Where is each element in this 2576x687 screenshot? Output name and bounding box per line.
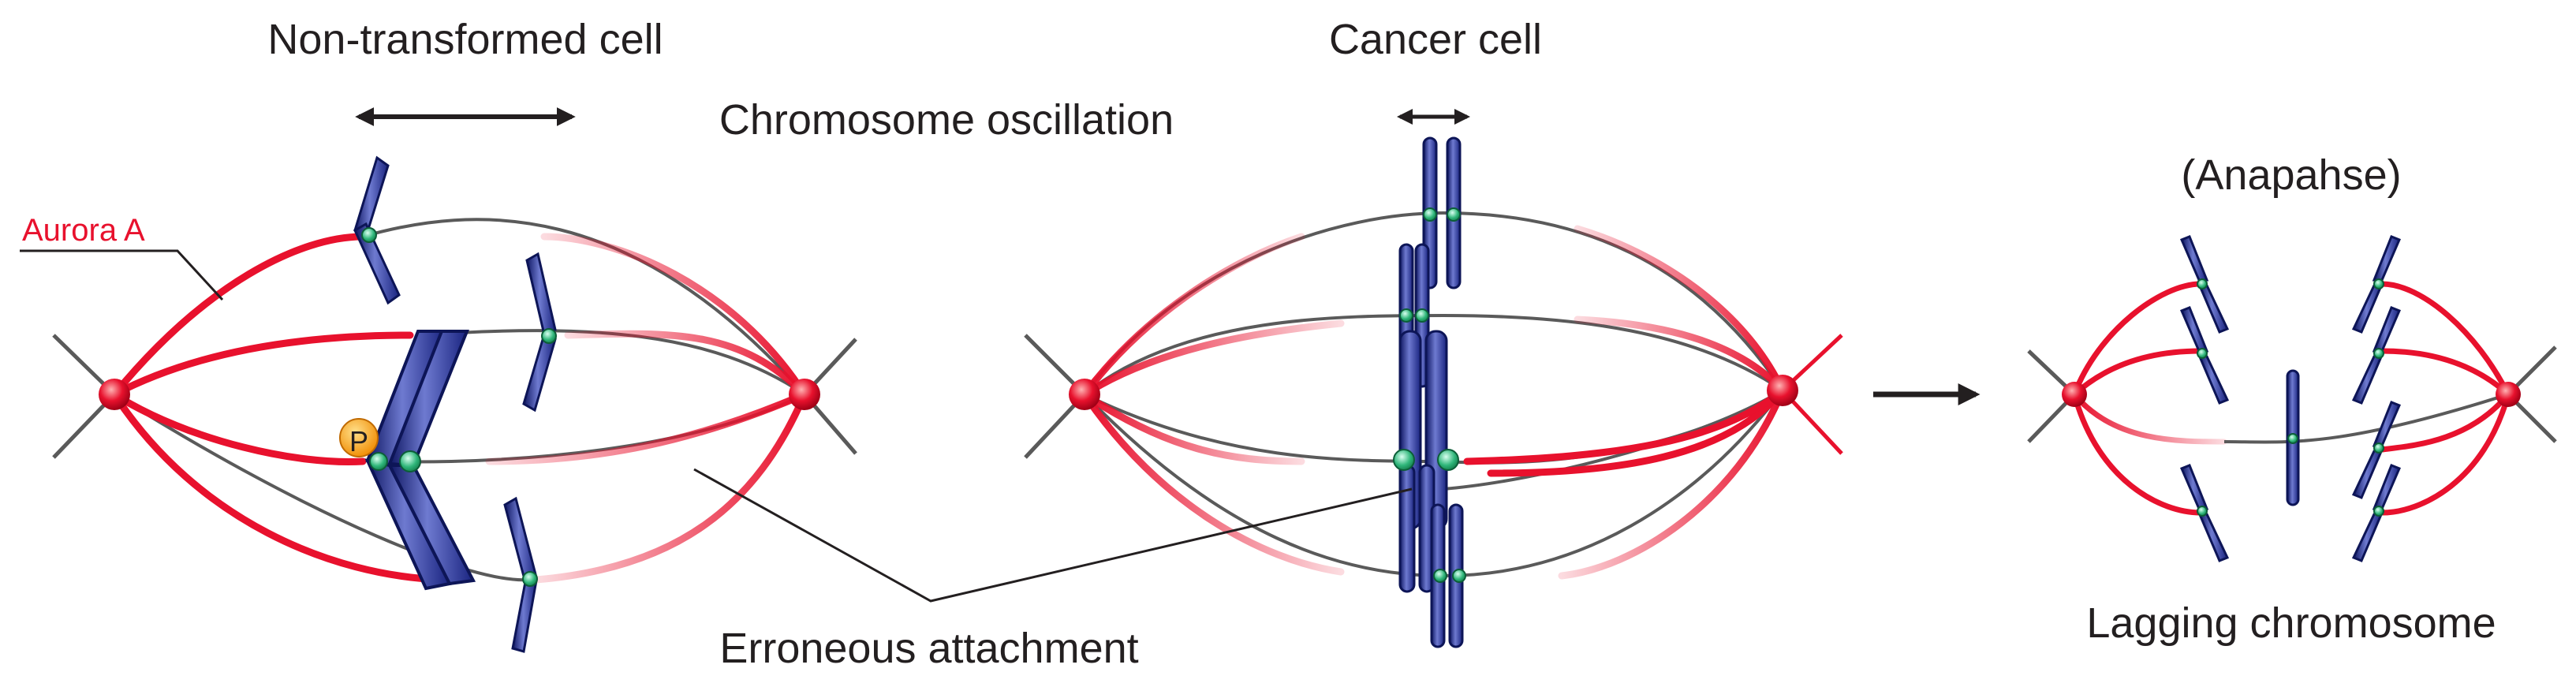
anaphase-spindle-red xyxy=(2071,281,2511,516)
cancer-pole-left xyxy=(1069,379,1100,410)
callout-leader-lines xyxy=(693,468,1413,603)
erroneous-attachment-label: Erroneous attachment xyxy=(719,625,1138,672)
phospho-circle xyxy=(339,418,379,457)
cancer-spindle-red xyxy=(1081,225,1786,580)
anaphase-chromosomes xyxy=(2180,235,2401,562)
panel-anaphase: (Anapahse) Lagging chromosome xyxy=(2027,151,2557,647)
kinetochores-panel3 xyxy=(2197,278,2384,517)
spindle-pole-right xyxy=(789,379,820,410)
spindle-fibers-red xyxy=(110,233,808,584)
phospho-label: P xyxy=(349,425,368,457)
anaphase-pole-left xyxy=(2062,382,2087,407)
aurora-a-label: Aurora A xyxy=(22,213,145,248)
cancer-cell-title: Cancer cell xyxy=(1329,16,1542,63)
chromosome-oscillation-label: Chromosome oscillation xyxy=(719,96,1174,144)
aurora-a-leader-line xyxy=(20,249,224,301)
cancer-pole-right xyxy=(1767,375,1798,406)
chromosome-4a xyxy=(1398,464,1416,593)
chromosome-misattached xyxy=(364,330,476,591)
kinetochores-panel2 xyxy=(1393,207,1466,583)
spindle-pole-left xyxy=(99,379,130,410)
phospho-marker: P xyxy=(339,418,379,457)
anaphase-pole-right xyxy=(2496,382,2521,407)
erroneous-attachment-callout: Erroneous attachment xyxy=(693,468,1413,672)
lagging-chromosome-label: Lagging chromosome xyxy=(2086,599,2496,647)
anaphase-title: (Anapahse) xyxy=(2181,151,2401,199)
panel-non-transformed: P Aurora A Non-transformed cell xyxy=(20,16,857,653)
panel-cancer: Cancer cell xyxy=(1024,16,1843,648)
kinetochores-panel1 xyxy=(361,227,557,587)
non-transformed-cell-title: Non-transformed cell xyxy=(267,16,663,63)
anaphase-spindle-gray xyxy=(2223,393,2509,444)
